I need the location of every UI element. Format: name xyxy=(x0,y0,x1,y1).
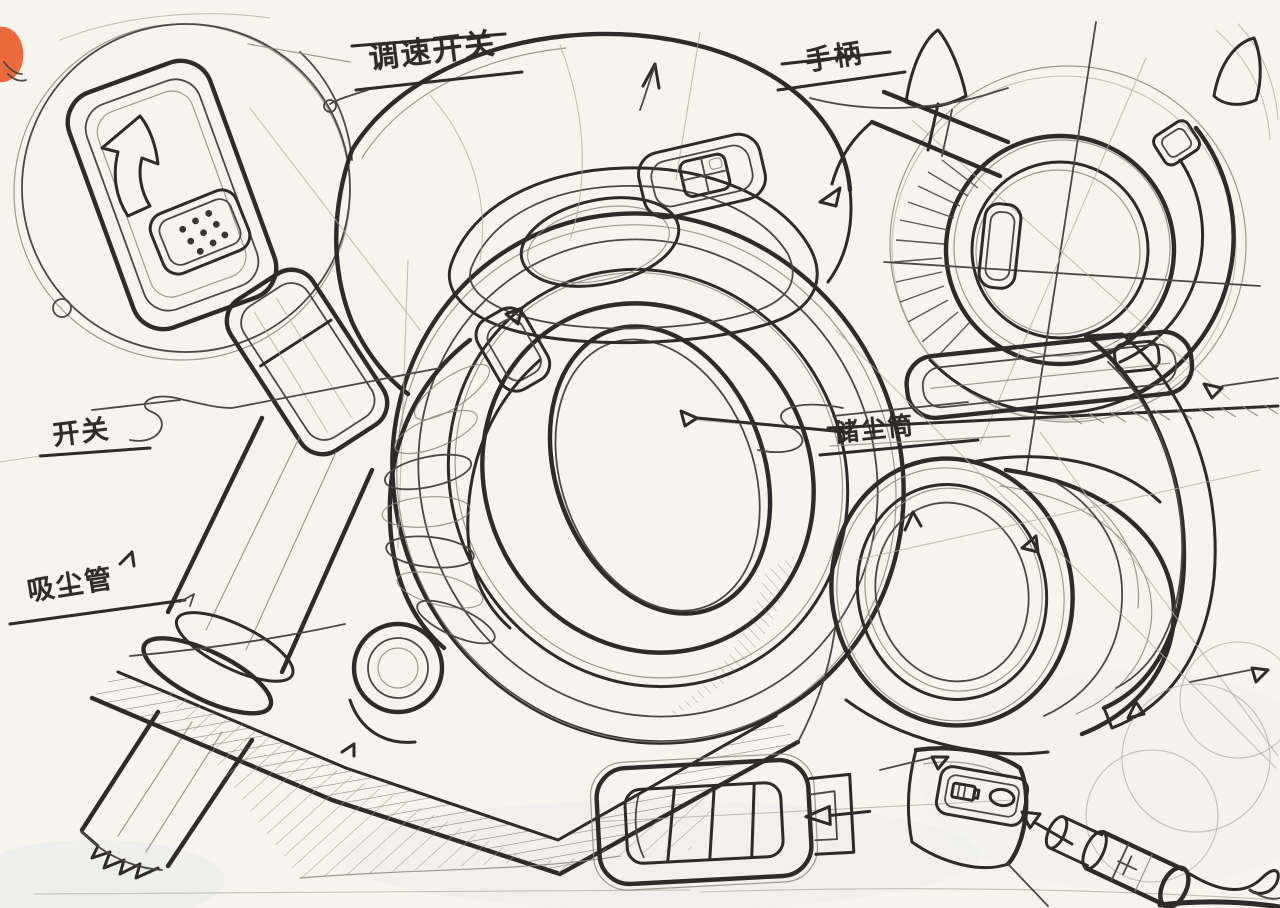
battery-pack-detail xyxy=(589,753,1015,891)
carry-strap xyxy=(1083,332,1217,730)
trigger-switch xyxy=(474,306,552,393)
crosshair-construction-lines xyxy=(883,21,1261,475)
leader-power-switch xyxy=(0,367,441,463)
base-bar xyxy=(904,329,1195,421)
vent-panel xyxy=(224,267,390,457)
annotation-leaders xyxy=(0,32,1009,657)
handle-control-pad xyxy=(637,132,767,220)
label-power-switch: 开关 xyxy=(50,413,113,452)
thumb-grip-pad xyxy=(148,188,252,276)
charging-port xyxy=(934,765,1030,827)
arrow-up-icon xyxy=(100,114,160,218)
port-button xyxy=(988,787,1016,808)
top-view-nozzle-arm xyxy=(818,89,1011,208)
base-and-shadow xyxy=(89,619,837,879)
dust-cup-rings xyxy=(390,211,906,745)
corner-fin xyxy=(1212,36,1262,106)
bowl-latch xyxy=(977,202,1023,290)
leader-dust-canister xyxy=(679,401,980,457)
small-construction-circle xyxy=(52,298,72,318)
handle-grip-opening xyxy=(519,196,681,288)
canister-body xyxy=(844,455,1176,756)
flex-hose xyxy=(348,337,542,744)
canister-rim xyxy=(829,456,1075,728)
baseline xyxy=(826,404,1280,430)
battery-icon xyxy=(950,781,981,802)
charger-cable xyxy=(1188,869,1280,895)
radial-hatch-fan xyxy=(893,159,979,357)
cup-shadow-hatch xyxy=(655,555,795,722)
body-corner xyxy=(907,746,1049,907)
leader-suction-tube xyxy=(8,593,346,657)
switch-closeup-view xyxy=(13,23,353,361)
top-fin xyxy=(904,28,968,109)
brush-nozzle xyxy=(80,830,160,880)
leader-speed-switch xyxy=(247,32,524,113)
top-view xyxy=(818,21,1262,475)
dc-plug xyxy=(1044,815,1191,908)
leader-handle xyxy=(776,50,1009,109)
direction-arrows xyxy=(118,62,1279,771)
baseline-hatch-ticks xyxy=(1065,404,1279,425)
ring-button xyxy=(1152,119,1202,167)
charger-plug-detail xyxy=(907,746,1280,908)
orange-marker-dot xyxy=(0,26,27,83)
rear-view xyxy=(689,329,1280,883)
